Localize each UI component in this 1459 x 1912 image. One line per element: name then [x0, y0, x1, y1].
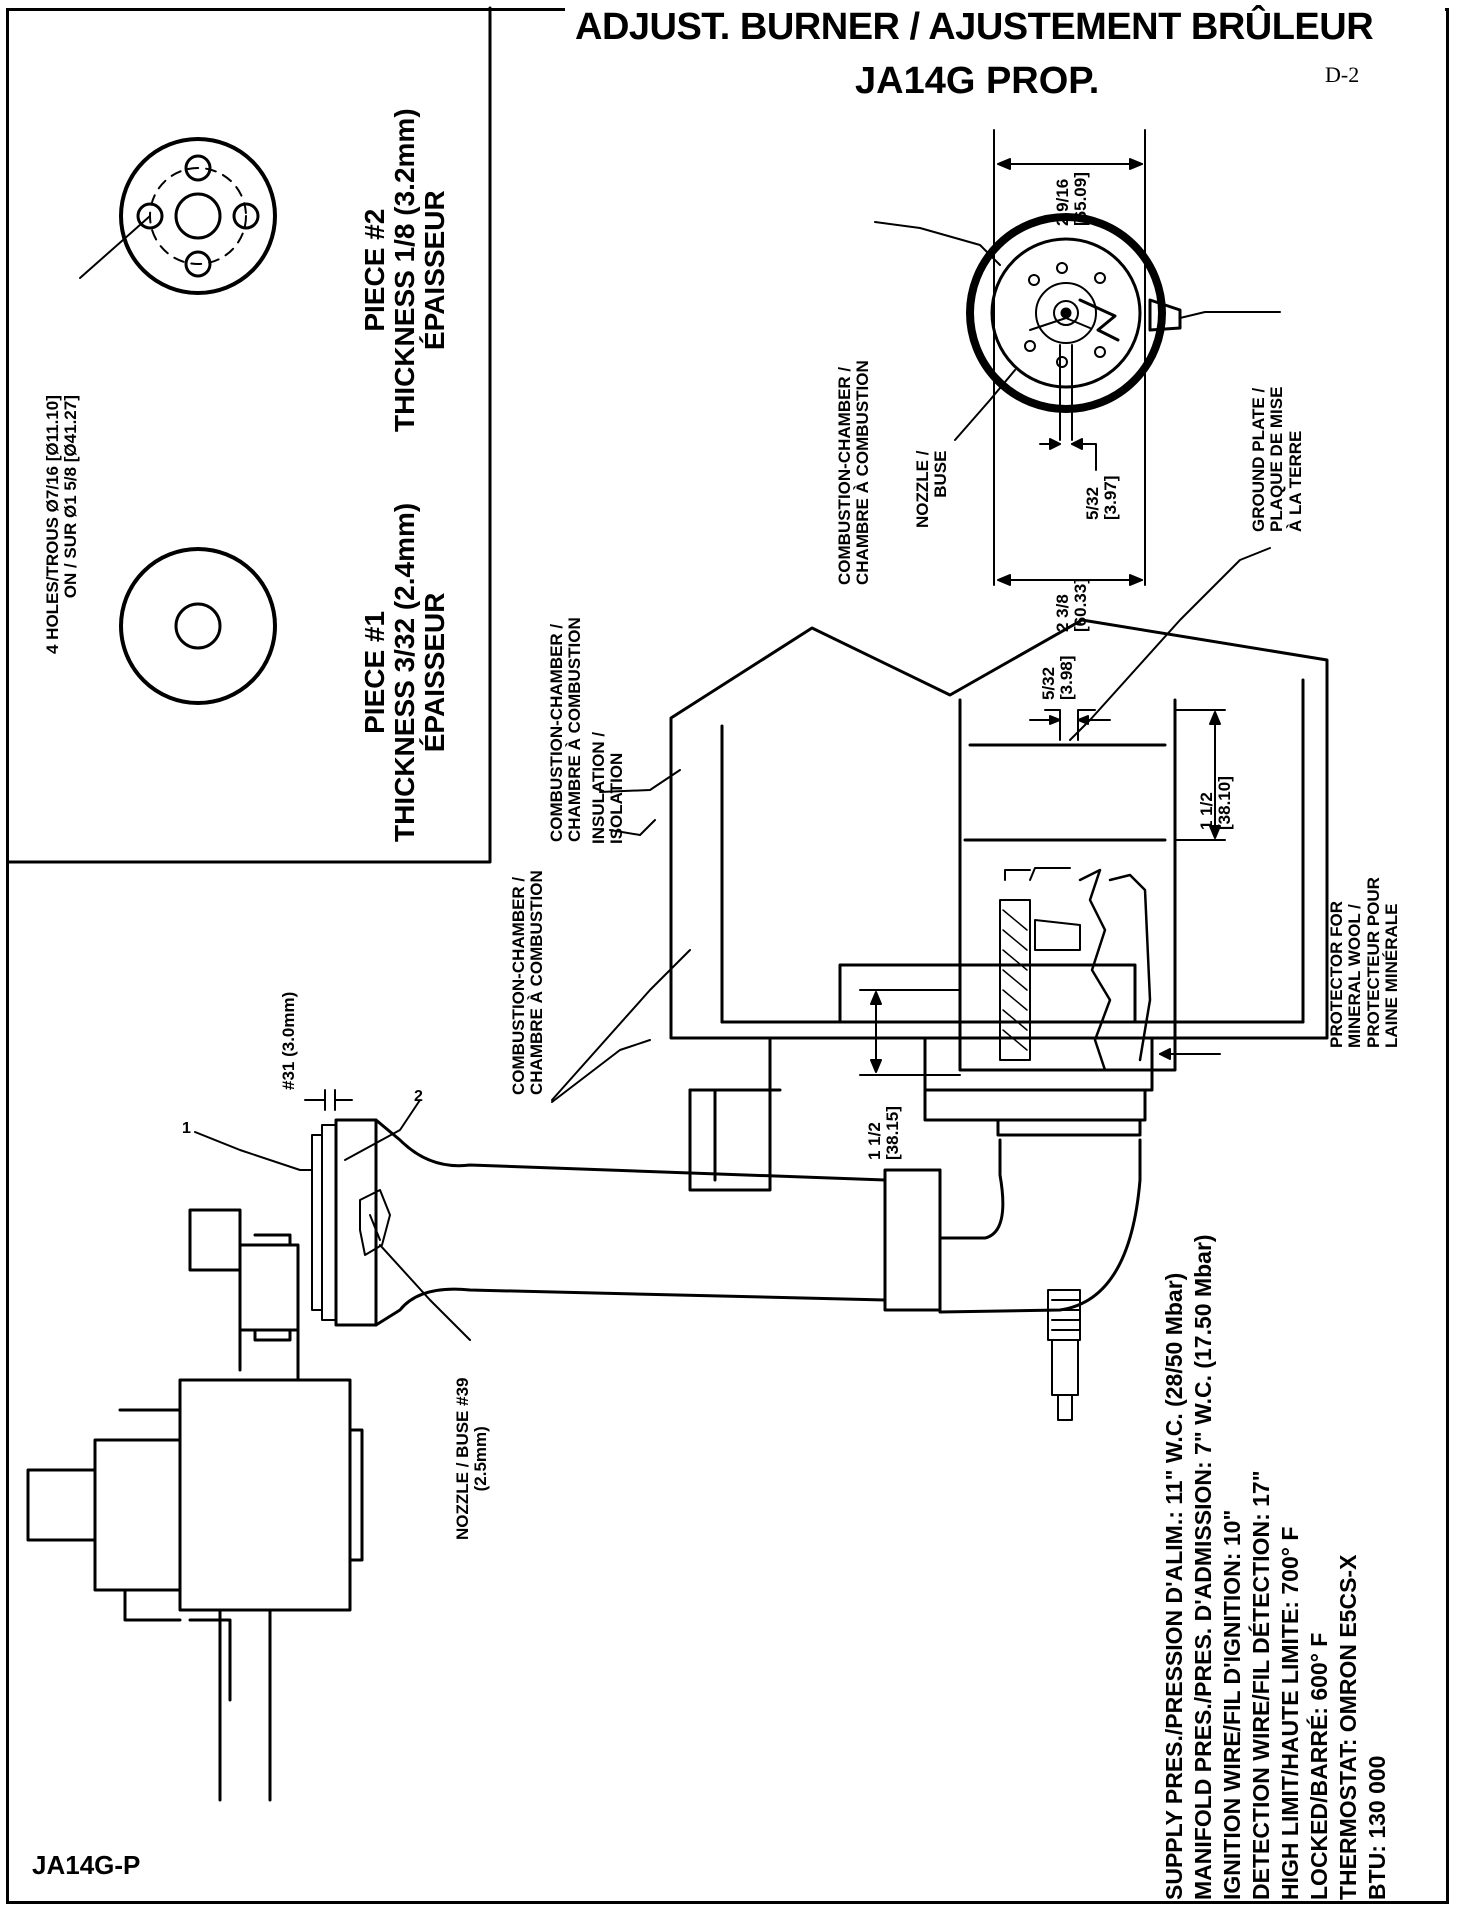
- spec-line: THERMOSTAT: OMRON E5CS-X: [1334, 1554, 1361, 1900]
- nozzle-top-label: NOZZLE / BUSE: [913, 450, 951, 528]
- spec-line: LOCKED/BARRÉ: 600° F: [1305, 1632, 1332, 1900]
- combustion-chamber-side-label: COMBUSTION-CHAMBER / CHAMBRE À COMBUSTIO…: [547, 617, 585, 842]
- spec-line: DETECTION WIRE/FIL DÉTECTION: 17": [1247, 1470, 1274, 1900]
- holes-leader: [79, 215, 151, 279]
- ground-plate-label: GROUND PLATE / PLAQUE DE MISE À LA TERRE: [1249, 386, 1305, 532]
- dim-depth-label: 1 1/2 [38.10]: [1197, 776, 1235, 830]
- combustion-chamber-lower-label: COMBUSTION-CHAMBER / CHAMBRE À COMBUSTIO…: [509, 870, 547, 1095]
- piece-2-washer: [119, 137, 277, 295]
- inset-box: [6, 6, 492, 864]
- nozzle-side-label: NOZZLE / BUSE #39 (2.5mm): [453, 1377, 491, 1540]
- model-title: JA14G PROP.: [855, 60, 1100, 102]
- top-view-leaders: [874, 221, 1281, 741]
- dim-width-label: 2 9/16 [65.09]: [1053, 172, 1091, 226]
- venturi-elbow: [311, 1118, 1142, 1327]
- burner-body: [688, 1038, 1147, 1192]
- dim-gap-top-view-label: 5/32 [3.97]: [1083, 475, 1121, 520]
- spec-line: IGNITION WIRE/FIL D'IGNITION: 10": [1218, 1509, 1245, 1900]
- piece-1-label: PIECE #1 THICKNESS 3/32 (2.4mm) ÉPAISSEU…: [359, 502, 451, 842]
- document-id: JA14G-P: [32, 1850, 141, 1880]
- combustion-chamber-top-label: COMBUSTION-CHAMBER / CHAMBRE À COMBUSTIO…: [835, 360, 873, 585]
- burner-head: [923, 698, 1177, 1092]
- top-view: [966, 213, 1182, 441]
- drawing-title: ADJUST. BURNER / AJUSTEMENT BRÛLEUR: [565, 6, 1445, 49]
- spec-line: BTU: 130 000: [1363, 1755, 1390, 1900]
- insulation-label: INSULATION / ISOLATION: [589, 731, 627, 844]
- holes-label: 4 HOLES/TROUS Ø7/16 [Ø11.10] ON / SUR Ø1…: [43, 395, 81, 654]
- top-view-dimensions: [993, 129, 1146, 586]
- spec-line: SUPPLY PRES./PRESSION D'ALIM.: 11" W.C. …: [1161, 1272, 1187, 1900]
- piece-2-label: PIECE #2 THICKNESS 1/8 (3.2mm) ÉPAISSEUR: [359, 108, 451, 432]
- page-reference: D-2: [1325, 62, 1360, 87]
- callout-2: 2: [414, 1088, 423, 1105]
- spec-line: MANIFOLD PRES./PRES. D'ADMISSION: 7" W.C…: [1189, 1234, 1216, 1900]
- dim-gap-side-label: 5/32 [3.98]: [1039, 655, 1077, 700]
- callout-1: 1: [182, 1120, 191, 1137]
- side-view-leaders: [194, 769, 1221, 1341]
- igniter: [1047, 1289, 1081, 1421]
- piece-1-washer: [119, 547, 277, 705]
- protector-label: PROTECTOR FOR MINERAL WOOL / PROTECTEUR …: [1327, 877, 1402, 1048]
- spec-line: HIGH LIMIT/HAUTE LIMITE: 700° F: [1276, 1526, 1303, 1900]
- specifications: SUPPLY PRES./PRESSION D'ALIM.: 11" W.C. …: [1160, 1180, 1392, 1900]
- dim-lower-label: 1 1/2 [38.15]: [865, 1106, 903, 1160]
- gas-valve: [26, 1208, 364, 1802]
- orifice-label: #31 (3.0mm): [279, 991, 298, 1090]
- dim-inner-label: 2 3/8 [60.33]: [1053, 578, 1091, 632]
- side-view-dimensions: [859, 709, 1226, 1076]
- combustion-chamber: [669, 618, 1329, 1040]
